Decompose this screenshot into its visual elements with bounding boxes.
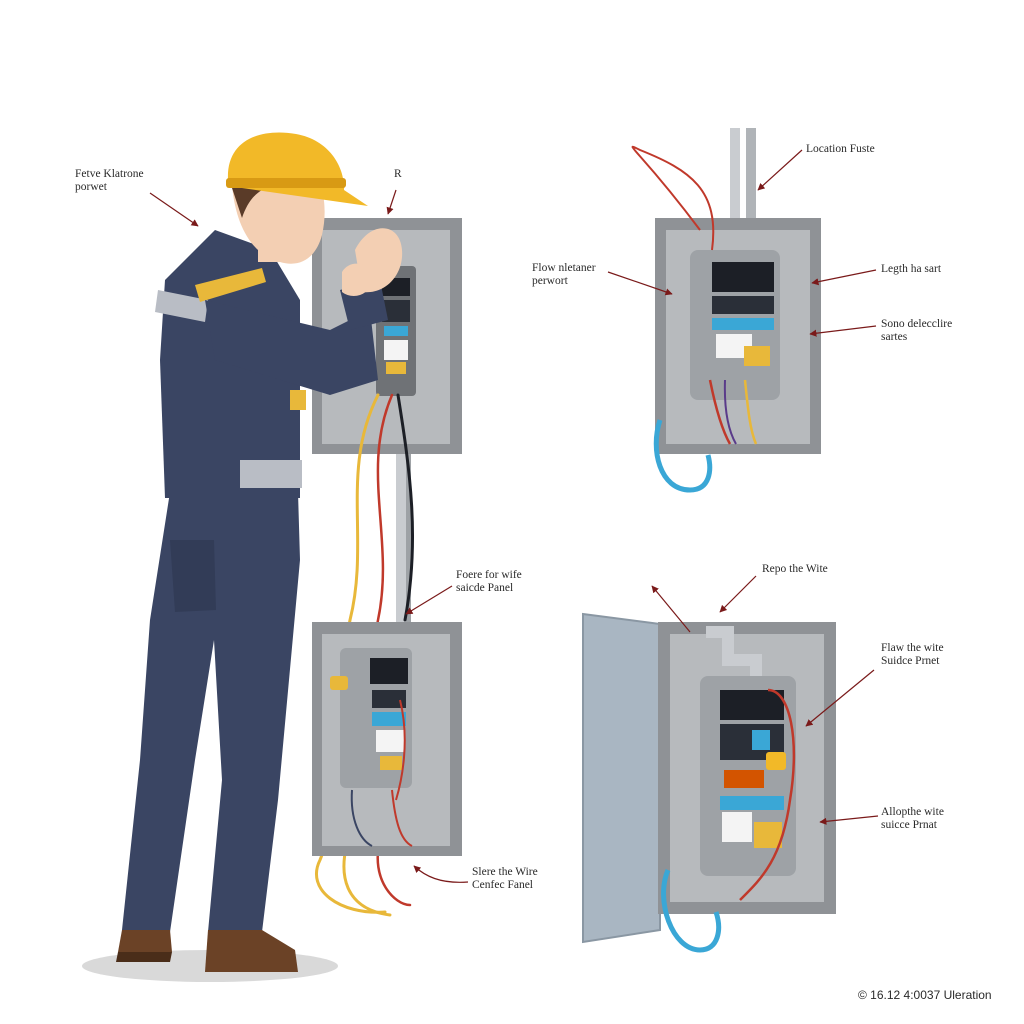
annotation-arrows [149, 149, 879, 883]
label-legth-ha-sart: Legth ha sart [881, 263, 942, 275]
arrow-legth-ha-sart [811, 269, 877, 286]
arrow-slere-the-wire [413, 865, 469, 883]
arrow-sono-delecclire [809, 325, 877, 337]
label-r: R [394, 168, 402, 180]
conduit-vertical [396, 454, 411, 624]
arrow-r [386, 189, 397, 215]
arrow-flow-nletaner [607, 271, 673, 296]
boot-right [205, 930, 298, 972]
arrow-flaw-the-wite [805, 669, 875, 727]
electrician-worker [116, 132, 403, 972]
arrow-repo-left [651, 585, 691, 633]
label-repo-the-wite: Repo the Wite [762, 563, 828, 575]
panel-door [582, 612, 661, 944]
panel-bottom-right [582, 612, 836, 953]
panel-top-right [631, 128, 821, 493]
arrow-location-fuste [757, 149, 803, 191]
label-location-fuste: Location Fuste [806, 143, 875, 155]
panel-bottom-left [312, 622, 462, 856]
arrow-allopthe-wite [819, 815, 879, 825]
footer-credit: © 16.12 4:0037 Uleration [858, 988, 992, 1002]
arrow-repo-the-wite [719, 575, 757, 613]
arrow-foere-for-wire [405, 585, 453, 615]
boot-left [118, 930, 172, 952]
arrow-worker [149, 192, 199, 227]
